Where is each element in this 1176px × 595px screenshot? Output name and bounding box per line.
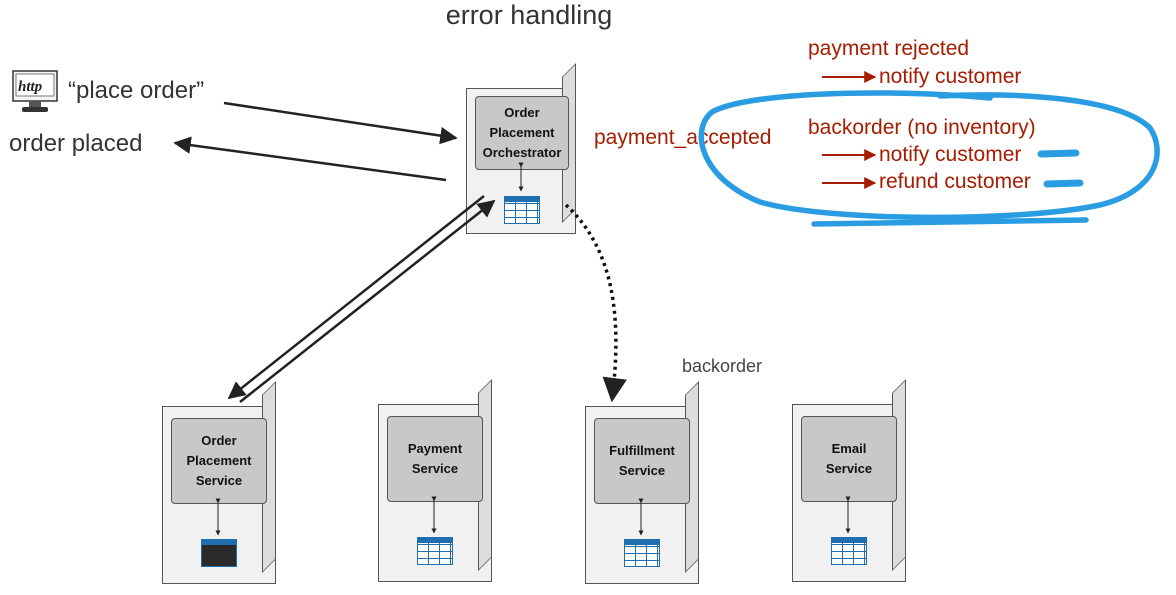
highlight-ellipse xyxy=(698,90,1160,221)
browser-http-icon: http xyxy=(12,70,58,114)
email-service-server: Email Service xyxy=(792,379,906,582)
response-arrow xyxy=(173,136,447,182)
fulfillment-service-server: Fulfillment Service xyxy=(585,381,699,584)
error-action-notify-customer-2: notify customer xyxy=(879,143,1022,166)
backorder-dotted-arrow xyxy=(564,203,627,403)
request-arrow xyxy=(223,101,458,145)
error-action-notify-customer-1: notify customer xyxy=(879,65,1022,88)
order-placement-service-server: Order Placement Service xyxy=(162,381,276,584)
highlight-underline xyxy=(811,217,1089,227)
email-service-label: Email Service xyxy=(801,416,897,502)
order-placement-service-label: Order Placement Service xyxy=(171,418,267,504)
error-action-refund-customer: refund customer xyxy=(879,170,1031,193)
orchestrator-server: Order Placement Orchestrator xyxy=(466,63,576,234)
fulfillment-service-label: Fulfillment Service xyxy=(594,418,690,504)
svg-text:http: http xyxy=(18,79,43,95)
orchestrator-label: Order Placement Orchestrator xyxy=(475,96,569,170)
order-placement-database-icon xyxy=(201,539,237,567)
highlight-dash-1 xyxy=(1037,149,1080,158)
fulfillment-database-icon xyxy=(624,539,660,567)
diagram-title: error handling xyxy=(445,0,613,30)
payment-database-icon xyxy=(417,537,453,565)
orchestrator-to-service-arrow xyxy=(227,195,485,400)
place-order-request-label: “place order” xyxy=(68,77,205,104)
email-database-icon xyxy=(831,537,867,565)
order-placed-response-label: order placed xyxy=(9,130,143,157)
highlight-dash-2 xyxy=(1043,179,1084,188)
service-to-orchestrator-arrow xyxy=(239,199,496,403)
backorder-event-label: backorder xyxy=(682,356,763,376)
payment-accepted-event-label: payment_accepted xyxy=(594,126,772,149)
orchestrator-database-icon xyxy=(504,196,540,224)
error-condition-payment-rejected: payment rejected xyxy=(808,37,970,60)
error-condition-backorder: backorder (no inventory) xyxy=(808,116,1036,139)
